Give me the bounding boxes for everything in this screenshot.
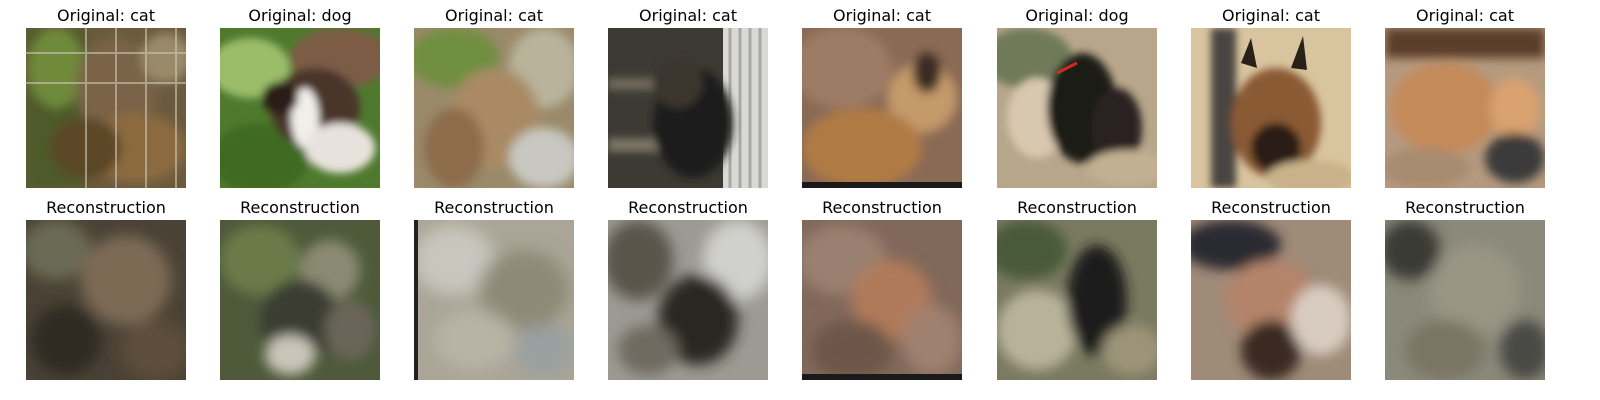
panel-title: Original: cat	[1416, 6, 1514, 25]
reconstruction-image	[608, 220, 768, 380]
original-panel: Original: cat	[1191, 0, 1351, 188]
panel-title: Reconstruction	[1017, 198, 1137, 217]
original-image-cat	[26, 28, 186, 188]
reconstruction-image	[1385, 220, 1545, 380]
reconstruction-panel: Reconstruction	[997, 192, 1157, 380]
panel-title: Original: cat	[639, 6, 737, 25]
reconstruction-image	[26, 220, 186, 380]
panel-title: Original: cat	[833, 6, 931, 25]
original-image-dog	[220, 28, 380, 188]
original-image-cat	[1191, 28, 1351, 188]
original-image-cat	[1385, 28, 1545, 188]
reconstruction-image	[802, 220, 962, 380]
original-panel: Original: cat	[414, 0, 574, 188]
panel-title: Original: dog	[248, 6, 352, 25]
reconstructions-row: Reconstruction Reconstruction	[0, 192, 1600, 380]
reconstruction-panel: Reconstruction	[1385, 192, 1545, 380]
reconstruction-image	[414, 220, 574, 380]
panel-title: Reconstruction	[628, 198, 748, 217]
original-image-cat	[608, 28, 768, 188]
panel-title: Reconstruction	[1405, 198, 1525, 217]
panel-title: Original: cat	[445, 6, 543, 25]
reconstruction-panel: Reconstruction	[414, 192, 574, 380]
reconstruction-panel: Reconstruction	[802, 192, 962, 380]
panel-title: Reconstruction	[1211, 198, 1331, 217]
panel-title: Original: cat	[57, 6, 155, 25]
original-image-cat	[414, 28, 574, 188]
reconstruction-image	[220, 220, 380, 380]
panel-title: Reconstruction	[46, 198, 166, 217]
panel-title: Original: cat	[1222, 6, 1320, 25]
original-image-dog	[997, 28, 1157, 188]
originals-row: Original: cat	[0, 0, 1600, 188]
reconstruction-panel: Reconstruction	[608, 192, 768, 380]
original-panel: Original: cat	[608, 0, 768, 188]
reconstruction-image	[997, 220, 1157, 380]
panel-title: Reconstruction	[240, 198, 360, 217]
reconstruction-panel: Reconstruction	[220, 192, 380, 380]
original-panel: Original: cat	[26, 0, 186, 188]
original-panel: Original: dog	[997, 0, 1157, 188]
original-image-cat	[802, 28, 962, 188]
panel-title: Original: dog	[1025, 6, 1129, 25]
reconstruction-image	[1191, 220, 1351, 380]
reconstruction-panel: Reconstruction	[1191, 192, 1351, 380]
original-panel: Original: dog	[220, 0, 380, 188]
original-panel: Original: cat	[1385, 0, 1545, 188]
reconstruction-panel: Reconstruction	[26, 192, 186, 380]
original-panel: Original: cat	[802, 0, 962, 188]
panel-title: Reconstruction	[822, 198, 942, 217]
panel-title: Reconstruction	[434, 198, 554, 217]
